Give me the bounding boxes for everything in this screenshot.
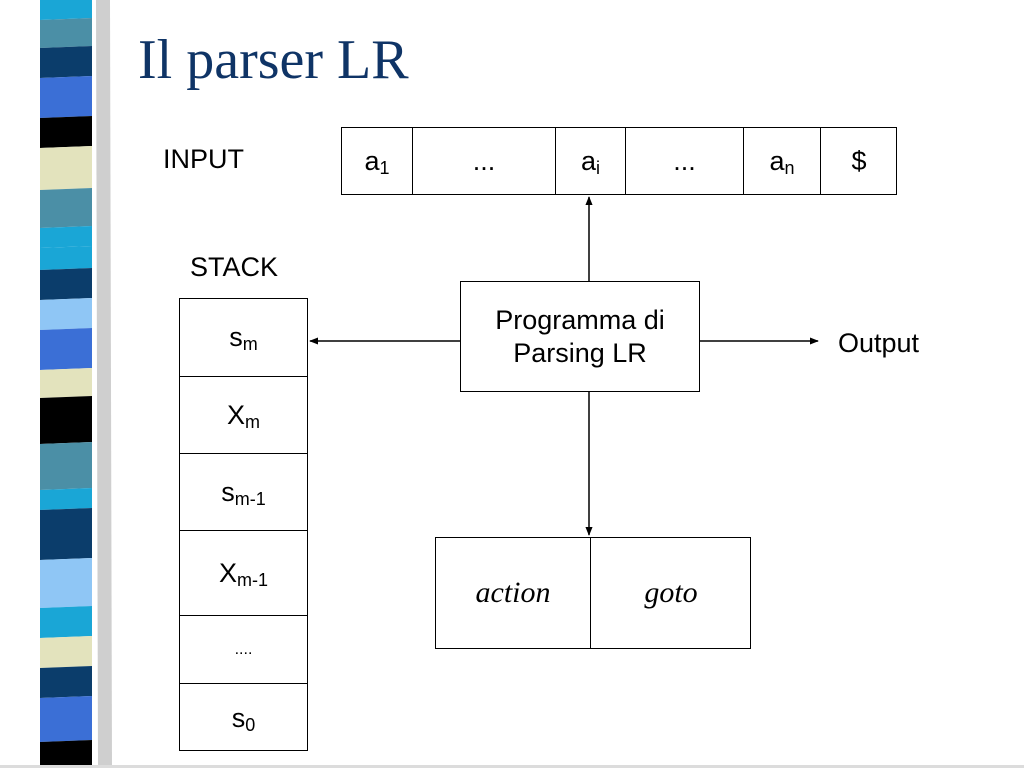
parsing-program-line2: Parsing LR <box>513 337 647 368</box>
parsing-program-text: Programma di Parsing LR <box>495 304 665 369</box>
action-table: action <box>475 576 551 609</box>
input-cell-end-marker: $ <box>820 128 897 194</box>
parsing-program-line1: Programma di <box>495 305 665 336</box>
stack-label: STACK <box>190 252 279 282</box>
stripe-shadow <box>96 0 112 768</box>
input-cell-ellipsis-1: ... <box>412 128 555 194</box>
input-label: INPUT <box>163 144 244 174</box>
input-cell-ellipsis-2: ... <box>625 128 743 194</box>
stripe-blocks <box>40 0 92 768</box>
slide-title: Il parser LR <box>138 29 409 91</box>
bottom-rule <box>0 765 1024 768</box>
parsing-tables: action goto <box>435 537 751 649</box>
parsing-program-box: Programma di Parsing LR <box>460 281 700 392</box>
goto-table: goto <box>590 538 751 648</box>
output-label: Output <box>838 328 920 358</box>
stack-cell-ellipsis: .... <box>180 615 307 683</box>
decorative-stripe <box>40 0 112 768</box>
